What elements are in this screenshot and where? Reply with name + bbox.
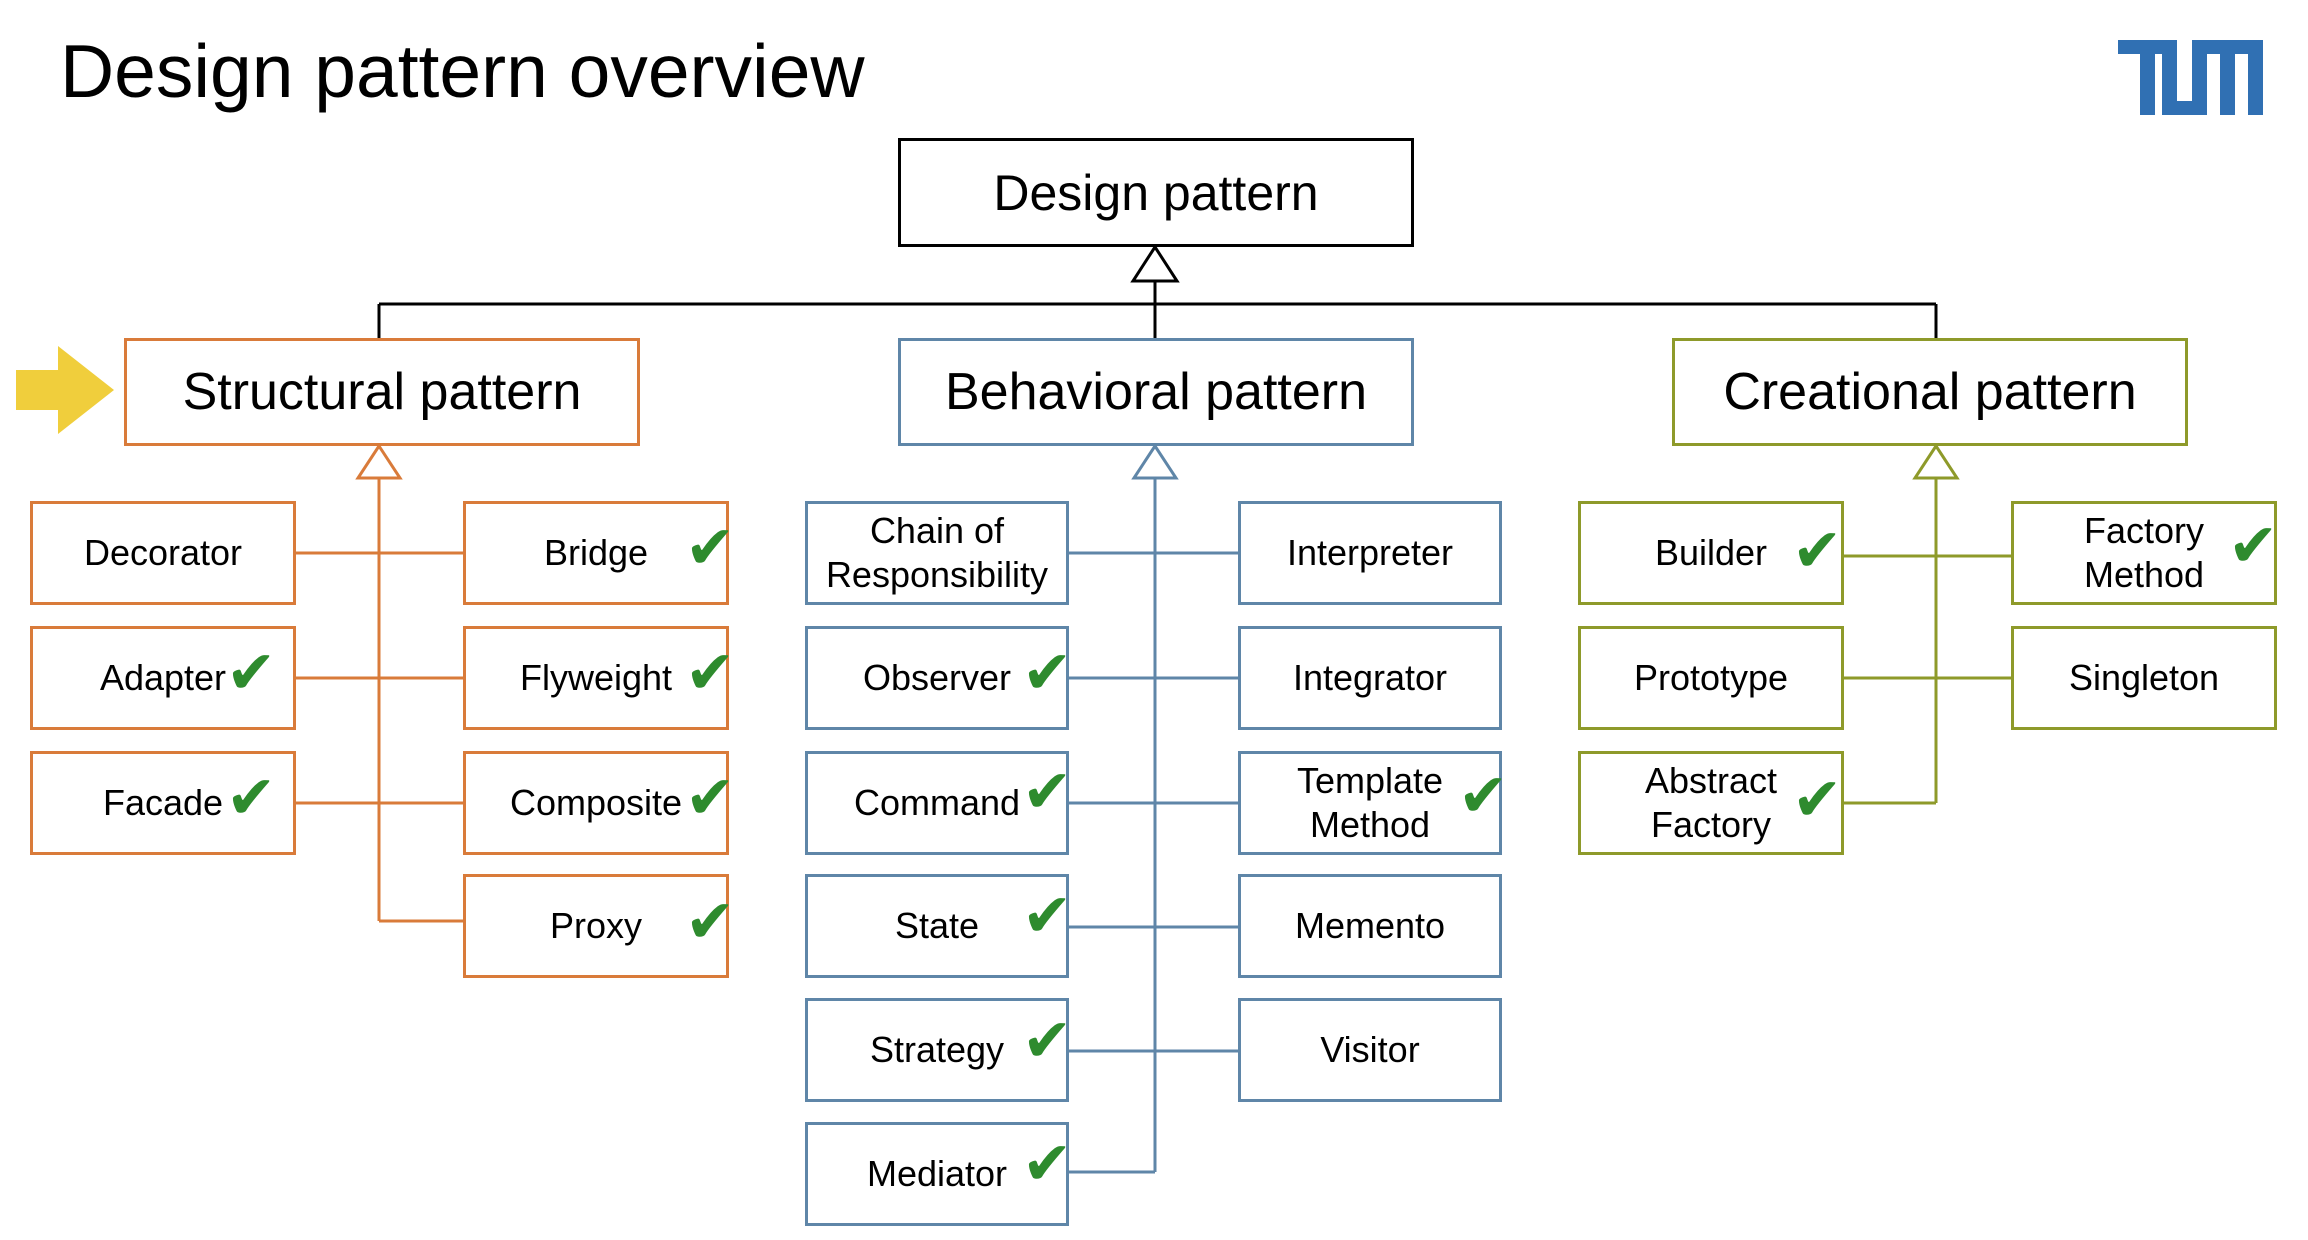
check-icon: ✔	[1022, 1129, 1073, 1199]
check-icon: ✔	[1792, 765, 1843, 835]
pattern-label: Proxy	[549, 905, 643, 946]
pattern-box-singleton: Singleton	[2011, 626, 2277, 730]
root-box: Design pattern	[898, 138, 1414, 247]
pattern-box-integrator: Integrator	[1238, 626, 1502, 730]
check-icon: ✔	[1022, 757, 1073, 827]
pattern-box-factory-method: Factory Method	[2011, 501, 2277, 605]
pattern-box-memento: Memento	[1238, 874, 1502, 978]
root-label: Design pattern	[993, 164, 1319, 221]
page-title: Design pattern overview	[60, 29, 865, 113]
pattern-label: Bridge	[543, 532, 649, 573]
check-icon: ✔	[685, 638, 736, 708]
check-icon: ✔	[1792, 516, 1843, 586]
check-icon: ✔	[1022, 1006, 1073, 1076]
pattern-label: Visitor	[1320, 1029, 1420, 1070]
pattern-label: Builder	[1654, 532, 1768, 573]
check-icon: ✔	[1022, 638, 1073, 708]
pattern-box-builder: Builder	[1578, 501, 1844, 605]
check-icon: ✔	[1458, 761, 1509, 831]
pattern-box-state: State	[805, 874, 1069, 978]
pattern-box-facade: Facade	[30, 751, 296, 855]
creational-connectors	[1844, 443, 2011, 805]
pattern-label: Singleton	[2068, 657, 2220, 698]
pattern-label: Factory Method	[2083, 510, 2205, 595]
pattern-box-observer: Observer	[805, 626, 1069, 730]
pattern-label: Mediator	[866, 1153, 1008, 1194]
pattern-box-abstract-factory: Abstract Factory	[1578, 751, 1844, 855]
pattern-label: Facade	[102, 782, 224, 823]
pattern-label: Chain of Responsibility	[825, 510, 1049, 595]
pattern-box-command: Command	[805, 751, 1069, 855]
pattern-label: Composite	[509, 782, 683, 823]
pattern-label: Interpreter	[1286, 532, 1454, 573]
pattern-label: Strategy	[869, 1029, 1005, 1070]
pattern-label: Observer	[862, 657, 1012, 698]
right-arrow-icon	[16, 346, 114, 434]
pattern-box-prototype: Prototype	[1578, 626, 1844, 730]
category-structural: Structural pattern	[124, 338, 640, 446]
pattern-label: Command	[853, 782, 1021, 823]
pattern-box-visitor: Visitor	[1238, 998, 1502, 1102]
pattern-label: Abstract Factory	[1644, 760, 1778, 845]
category-structural-label: Structural pattern	[182, 363, 582, 421]
pattern-box-mediator: Mediator	[805, 1122, 1069, 1226]
category-creational-label: Creational pattern	[1723, 363, 2137, 421]
category-creational: Creational pattern	[1672, 338, 2188, 446]
tum-logo-icon	[2118, 40, 2263, 115]
pattern-label: Template Method	[1296, 760, 1444, 845]
category-behavioral-label: Behavioral pattern	[944, 363, 1368, 421]
pattern-label: Memento	[1294, 905, 1446, 946]
pattern-box-bridge: Bridge	[463, 501, 729, 605]
pattern-box-flyweight: Flyweight	[463, 626, 729, 730]
structural-connectors	[296, 443, 463, 923]
pattern-box-decorator: Decorator	[30, 501, 296, 605]
pattern-label: State	[894, 905, 980, 946]
check-icon: ✔	[1022, 881, 1073, 951]
pattern-label: Integrator	[1292, 657, 1448, 698]
pattern-box-template-method: Template Method	[1238, 751, 1502, 855]
check-icon: ✔	[685, 887, 736, 957]
pattern-label: Adapter	[99, 657, 227, 698]
pattern-box-proxy: Proxy	[463, 874, 729, 978]
pattern-label: Flyweight	[519, 657, 673, 698]
pattern-box-chain-of-responsibility: Chain of Responsibility	[805, 501, 1069, 605]
check-icon: ✔	[2228, 511, 2279, 581]
pattern-box-adapter: Adapter	[30, 626, 296, 730]
root-connectors	[377, 244, 1938, 338]
pattern-label: Decorator	[83, 532, 243, 573]
pattern-label: Prototype	[1633, 657, 1789, 698]
pattern-box-strategy: Strategy	[805, 998, 1069, 1102]
check-icon: ✔	[226, 638, 277, 708]
check-icon: ✔	[685, 513, 736, 583]
category-behavioral: Behavioral pattern	[898, 338, 1414, 446]
pattern-box-composite: Composite	[463, 751, 729, 855]
check-icon: ✔	[226, 763, 277, 833]
behavioral-connectors	[1069, 443, 1238, 1174]
pattern-box-interpreter: Interpreter	[1238, 501, 1502, 605]
check-icon: ✔	[685, 763, 736, 833]
